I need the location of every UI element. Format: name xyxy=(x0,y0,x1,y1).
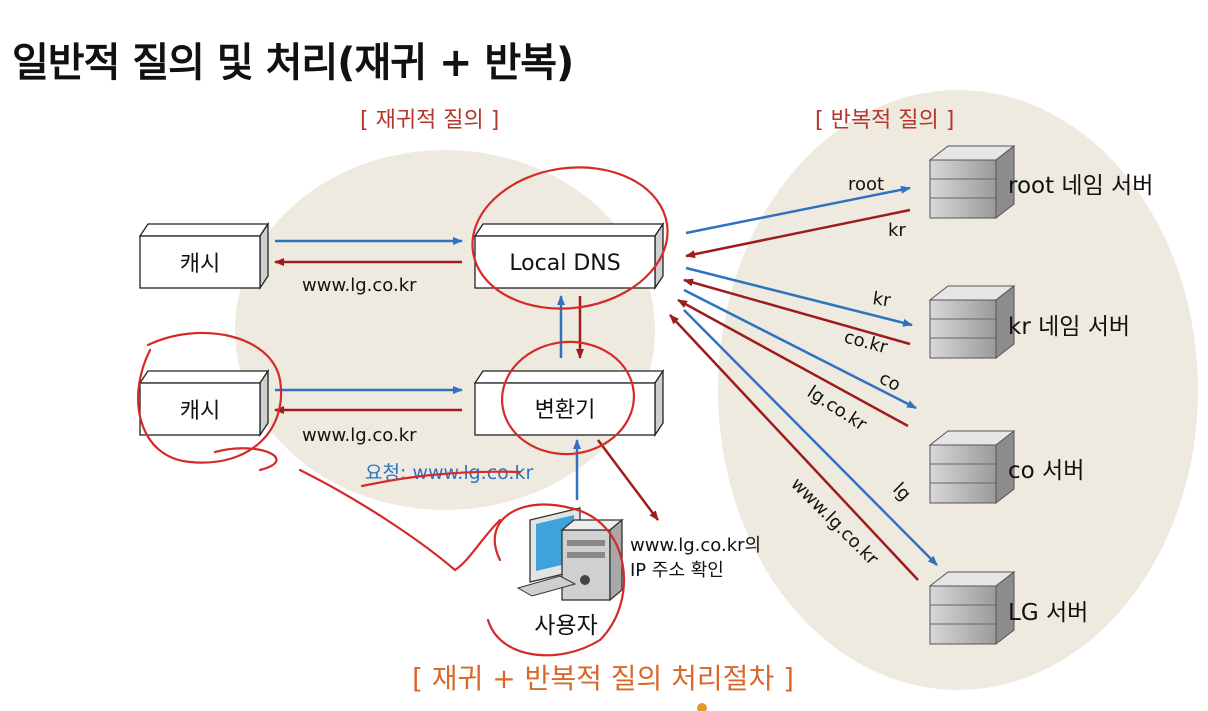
server-icon-kr xyxy=(928,284,1016,360)
label-kr: kr xyxy=(871,288,892,311)
server-icon-co xyxy=(928,429,1016,505)
recursive-label: [ 재귀적 질의 ] xyxy=(360,108,499,133)
arrow-converter-to-user xyxy=(597,439,659,521)
cache-box-top: 캐시 xyxy=(138,221,270,291)
arrow-co-to-dns xyxy=(677,298,909,428)
label-www-bottom: www.lg.co.kr xyxy=(302,425,417,446)
arrow-dns-to-co xyxy=(683,288,917,410)
label-root: root xyxy=(848,174,884,195)
cache-box-bottom: 캐시 xyxy=(138,368,270,438)
arrow-kr-to-dns xyxy=(683,278,911,346)
arrow-lg-to-dns xyxy=(669,314,919,581)
caption: [ 재귀 + 반복적 질의 처리절차 ] xyxy=(412,662,794,695)
recursive-zone xyxy=(235,150,655,510)
arrow-dns-to-kr xyxy=(685,266,913,327)
server-label-root: root 네임 서버 xyxy=(1008,173,1153,199)
arrow-root-to-dns xyxy=(685,208,911,259)
label-www-top: www.lg.co.kr xyxy=(302,275,417,296)
cache-bottom-label: 캐시 xyxy=(180,399,220,424)
local-dns-box: Local DNS xyxy=(473,221,665,291)
iterative-zone xyxy=(718,90,1198,690)
server-label-lg: LG 서버 xyxy=(1008,600,1088,626)
server-label-kr: kr 네임 서버 xyxy=(1008,314,1130,340)
iterative-label: [ 반복적 질의 ] xyxy=(815,108,954,133)
label-kr-reply: kr xyxy=(888,220,906,241)
arrow-dns-to-lg xyxy=(683,309,938,566)
user-label: 사용자 xyxy=(534,613,597,639)
converter-box: 변환기 xyxy=(473,368,665,438)
converter-label: 변환기 xyxy=(535,398,596,423)
server-icon-lg xyxy=(928,570,1016,646)
cursor-dot-icon xyxy=(697,703,707,711)
red-annotation-marks xyxy=(137,166,669,657)
arrow-dns-to-root xyxy=(685,185,911,235)
server-label-co: co 서버 xyxy=(1008,458,1084,484)
label-ip-confirm-2: IP 주소 확인 xyxy=(630,560,724,581)
label-ip-confirm-1: www.lg.co.kr의 xyxy=(630,535,761,556)
page-title: 일반적 질의 및 처리(재귀 + 반복) xyxy=(12,40,574,86)
local-dns-label: Local DNS xyxy=(509,251,620,276)
computer-icon xyxy=(516,507,624,602)
server-icon-root xyxy=(928,144,1016,220)
cache-top-label: 캐시 xyxy=(180,252,220,277)
